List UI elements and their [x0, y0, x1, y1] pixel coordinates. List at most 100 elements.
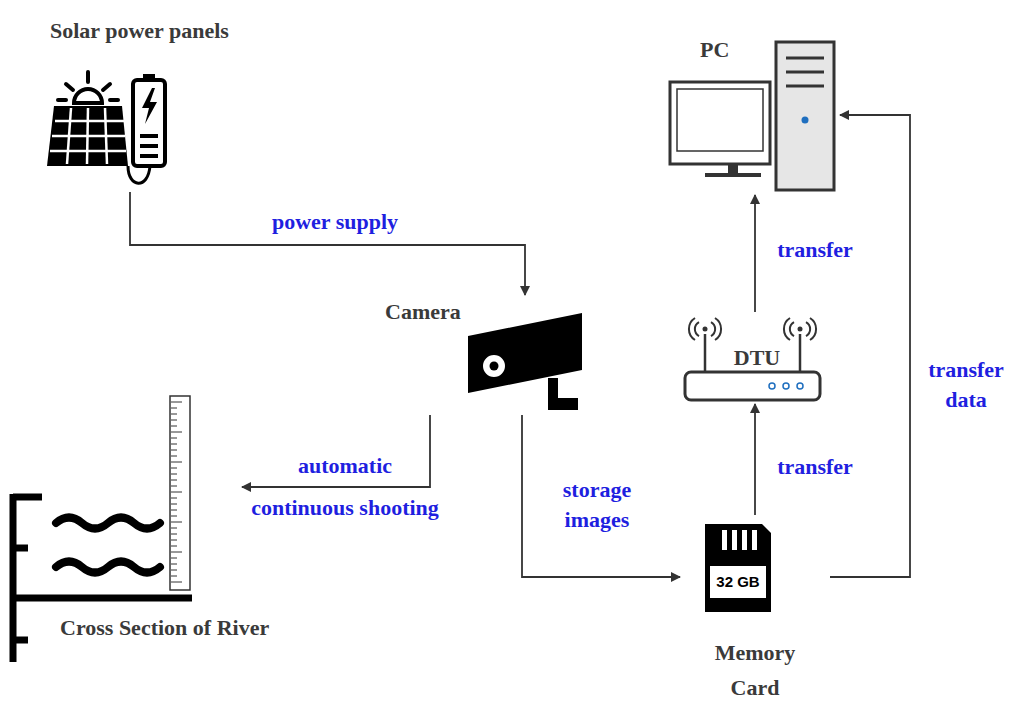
camera-body — [468, 313, 582, 393]
wave — [56, 562, 160, 573]
gauge-tick — [171, 450, 177, 451]
router-body — [685, 372, 820, 400]
node-label: Camera — [385, 299, 461, 325]
gauge-tick — [171, 582, 182, 583]
gauge-tick — [171, 402, 182, 403]
edge-label: transfer data — [927, 355, 1005, 415]
ray — [103, 84, 110, 90]
capacity-label: 32 GB — [716, 573, 759, 591]
wave — [810, 318, 816, 340]
screen — [677, 89, 763, 151]
wave — [711, 322, 715, 336]
wave — [56, 518, 160, 529]
gauge-tick — [171, 576, 177, 577]
connector-arrow — [522, 415, 680, 577]
dtu-icon — [685, 318, 820, 400]
gauge-tick — [171, 432, 182, 433]
gauge-tick — [171, 564, 177, 565]
power-led — [802, 117, 809, 124]
sun — [74, 89, 102, 103]
gauge-tick — [171, 462, 182, 463]
gauge-tick — [171, 486, 177, 487]
bank-arm — [13, 494, 42, 501]
gauge-tick — [171, 552, 182, 553]
ray — [110, 98, 118, 102]
contact — [742, 530, 747, 550]
gauge-tick — [171, 522, 182, 523]
connector-arrow — [830, 115, 910, 577]
bar — [140, 134, 158, 138]
contact — [732, 530, 737, 550]
bar — [140, 154, 158, 158]
gauge-tick — [171, 468, 177, 469]
ray — [86, 72, 90, 82]
antenna-tip — [703, 327, 708, 332]
connector-arrow — [754, 404, 756, 515]
stand — [728, 164, 738, 174]
gauge-tick — [171, 408, 177, 409]
grid-line — [105, 108, 107, 164]
dtu-node: DTU — [680, 312, 825, 404]
lightning — [142, 88, 157, 124]
bar — [140, 144, 158, 148]
connector-arrow — [130, 192, 525, 295]
mount — [548, 378, 578, 410]
signal-waves — [689, 318, 816, 340]
gauge-tick — [171, 510, 177, 511]
tower — [776, 42, 834, 190]
panel-grid — [50, 108, 126, 164]
router-lights — [769, 383, 803, 389]
antenna — [799, 334, 802, 372]
wave — [790, 322, 794, 336]
lens — [482, 354, 506, 378]
gauge-tick — [171, 492, 182, 493]
gauge-tick — [171, 414, 177, 415]
gauge-ticks — [171, 402, 182, 582]
water-waves — [56, 518, 160, 573]
solar-node: Solar power panels — [40, 12, 290, 192]
node-label: DTU — [734, 345, 780, 371]
slot — [786, 57, 824, 60]
gauge-tick — [171, 558, 177, 559]
staff-gauge — [170, 396, 190, 590]
cable — [128, 166, 150, 183]
edge-label: storage images — [562, 475, 632, 535]
gauge-tick — [171, 438, 177, 439]
wave — [806, 322, 810, 336]
lens-core — [490, 362, 499, 371]
memory-card-icon — [705, 524, 771, 612]
grid-line — [67, 108, 71, 164]
antenna-tip — [798, 327, 803, 332]
antenna — [704, 334, 707, 372]
tower-slots — [786, 58, 824, 86]
bank-tick — [13, 637, 28, 644]
base — [705, 173, 761, 177]
ray — [66, 84, 73, 90]
node-label: Memory Card — [713, 635, 797, 702]
gauge-tick — [171, 498, 177, 499]
slot — [786, 71, 824, 74]
memory-card-node: 32 GBMemory Card — [680, 515, 830, 697]
sun-rays — [58, 72, 118, 100]
gauge-tick — [171, 480, 177, 481]
edge-label: automatic continuous shooting — [250, 445, 440, 529]
bank-tick — [13, 545, 28, 552]
river-bed — [13, 595, 192, 602]
gauge-tick — [171, 504, 177, 505]
pc-node: PC — [665, 35, 840, 195]
gauge-tick — [171, 528, 177, 529]
gauge-tick — [171, 534, 177, 535]
panel — [47, 106, 128, 166]
card-contacts — [722, 530, 757, 550]
slot — [786, 85, 824, 88]
light — [769, 383, 775, 389]
river-node: Cross Section of River — [10, 393, 242, 648]
wave — [689, 318, 695, 340]
gauge-tick — [171, 474, 177, 475]
camera-node: Camera — [380, 295, 585, 415]
ray — [58, 98, 66, 102]
grid-line — [55, 120, 124, 123]
